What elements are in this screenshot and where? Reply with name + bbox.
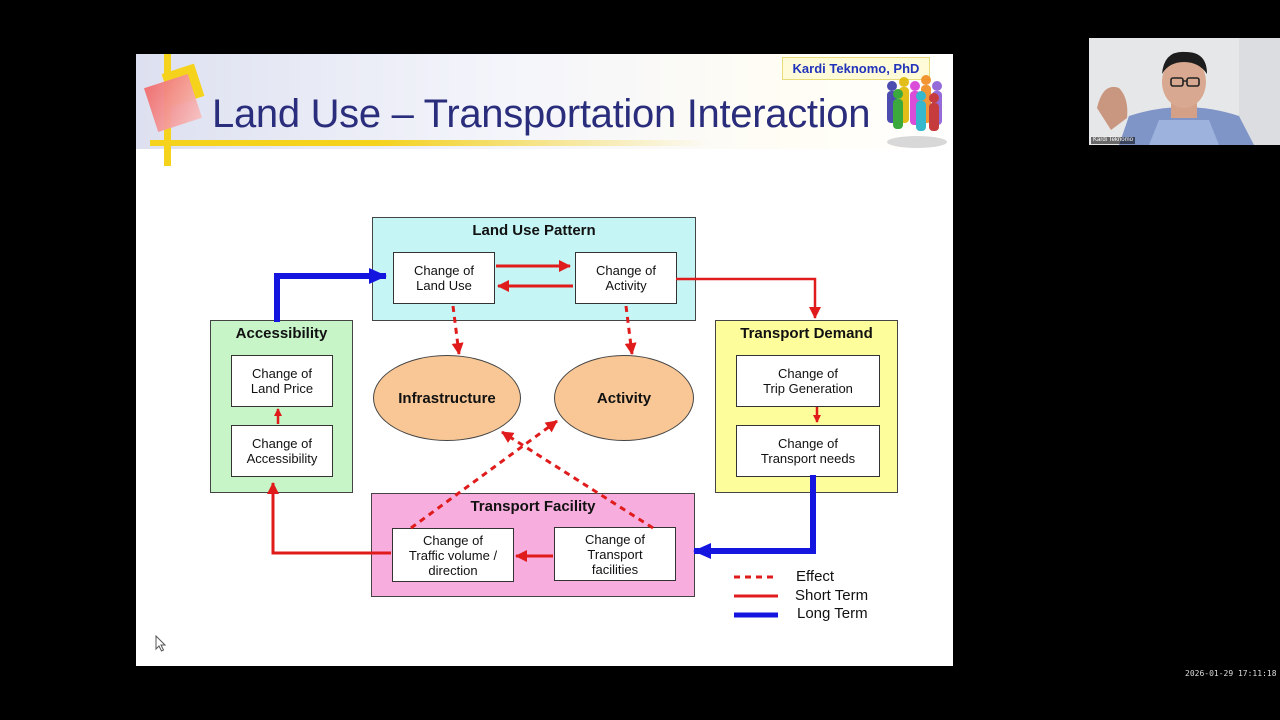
long-term-accessibility-to-land-use [274,268,387,322]
legend-long-term-label: Long Term [797,605,868,622]
change-of-transport-needs-label: Change of Transport needs [760,436,856,466]
change-of-transport-needs-box: Change of Transport needs [736,425,880,477]
activity-label: Activity [596,389,652,407]
people-logo-icon [887,75,947,148]
effect-traffic-volume-to-activity [410,419,558,530]
change-of-transport-facilities-box: Change of Transport facilities [554,527,676,581]
change-of-traffic-volume-box: Change of Traffic volume / direction [392,528,514,582]
change-of-activity-box: Change of Activity [575,252,677,304]
change-of-trip-generation-box: Change of Trip Generation [736,355,880,407]
legend-effect-label: Effect [796,568,835,585]
land-use-pattern-panel: Land Use Pattern Change of Land Use Chan… [372,217,696,321]
infrastructure-label: Infrastructure [398,389,496,407]
timestamp: 2026-01-29 17:11:18 [1185,669,1277,678]
change-of-traffic-volume-label: Change of Traffic volume / direction [408,532,498,578]
accessibility-title: Accessibility [235,325,328,342]
change-of-land-price-box: Change of Land Price [231,355,333,407]
diagram-arrows [267,260,821,618]
mouse-cursor-icon [155,635,167,652]
participant-name-label: Kardi Teknomo [1091,137,1135,144]
arrow-activity-to-transport-demand [676,277,821,319]
decorative-underline [150,140,710,146]
change-of-transport-facilities-label: Change of Transport facilities [585,531,645,577]
change-of-accessibility-box: Change of Accessibility [231,425,333,477]
presenter-video-frame [1089,38,1280,145]
change-of-land-use-label: Change of Land Use [414,263,474,293]
accessibility-panel: Accessibility Change of Land Price Chang… [210,320,353,493]
effect-land-use-to-infrastructure [451,305,464,355]
land-use-pattern-title: Land Use Pattern [472,222,596,239]
change-of-trip-generation-label: Change of Trip Generation [763,366,853,396]
change-of-activity-label: Change of Activity [596,263,656,293]
author-label: Kardi Teknomo, PhD [782,57,930,80]
change-of-accessibility-label: Change of Accessibility [246,436,318,466]
presentation-slide: Land Use – Transportation Interaction Ka… [136,54,953,666]
transport-demand-panel: Transport Demand Change of Trip Generati… [715,320,898,493]
transport-demand-title: Transport Demand [740,325,873,342]
effect-facilities-to-infrastructure [501,430,654,530]
change-of-land-price-label: Change of Land Price [250,366,314,396]
slide-title: Land Use – Transportation Interaction [212,92,871,136]
effect-activity-to-activity [624,305,637,355]
transport-facility-panel: Transport Facility Change of Traffic vol… [371,493,695,597]
activity-ellipse: Activity [554,355,694,441]
infrastructure-ellipse: Infrastructure [373,355,521,441]
long-term-transport-needs-to-facilities [693,475,816,559]
transport-facility-title: Transport Facility [470,498,596,515]
change-of-land-use-box: Change of Land Use [393,252,495,304]
arrow-traffic-volume-to-accessibility [267,482,391,555]
webcam-video[interactable]: Kardi Teknomo [1089,38,1280,145]
legend-short-term-label: Short Term [795,587,869,604]
